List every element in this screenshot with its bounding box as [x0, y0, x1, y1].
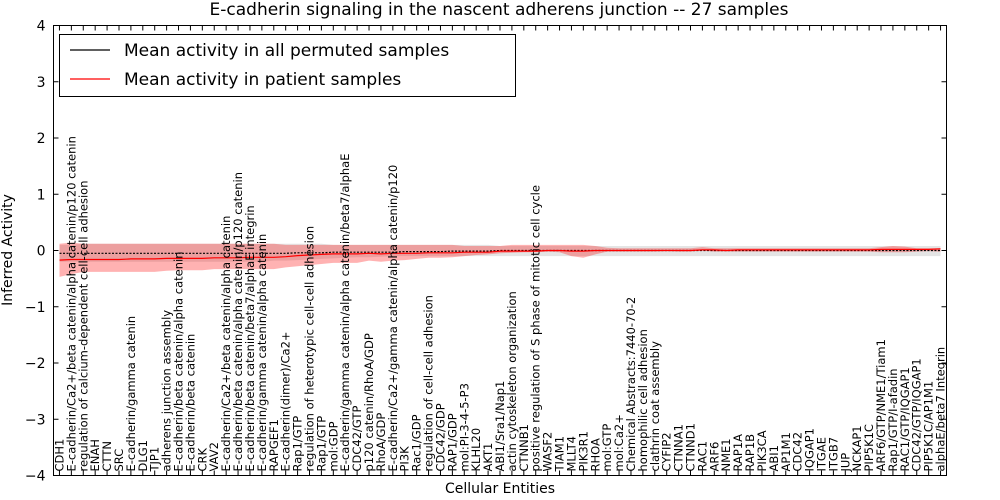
x-category-label: RAC1/GTP/IQGAP1: [898, 367, 912, 471]
x-category-label: CTNND1: [684, 423, 698, 471]
x-category-label: CTTN: [100, 441, 114, 471]
x-category-label: KLHL20: [469, 428, 483, 472]
x-category-label: CDC42: [791, 432, 805, 472]
x-category-label: VAV2: [207, 442, 221, 471]
series-line-patient: [59, 248, 941, 261]
x-category-label: AP1M1: [779, 432, 793, 471]
x-category-label: mol:Ca2+: [612, 414, 626, 471]
x-category-label: E-cadherin/beta catenin/alpha catenin/p1…: [231, 172, 245, 472]
x-category-label: IQGAP1: [803, 428, 817, 471]
legend: Mean activity in all permuted samples Me…: [59, 34, 516, 97]
x-category-label: E-cadherin/Ca2+/beta catenin/alpha caten…: [64, 136, 78, 471]
x-category-label: CTNNA1: [672, 424, 686, 471]
x-category-label: actin cytoskeleton organization: [505, 291, 519, 471]
y-tick-label: −1: [25, 300, 46, 316]
y-tick-label: 1: [37, 187, 46, 203]
x-category-label: PIP5K1C/AP1M1: [922, 381, 936, 472]
y-tick-label: 3: [37, 75, 46, 91]
x-category-label: PIK3CA: [755, 430, 769, 471]
x-category-label: PI3K: [398, 446, 412, 472]
x-category-label: Rap1/GTP/I-afadin: [886, 368, 900, 471]
x-category-label: RAPGEF1: [267, 419, 281, 471]
x-category-label: RhoA/GDP: [374, 413, 388, 472]
legend-label-patient: Mean activity in patient samples: [124, 70, 401, 90]
x-category-label: MLLT4: [564, 436, 578, 472]
x-category-label: JUP: [838, 453, 852, 473]
x-category-label: ARF6/GTP/NME1/Tiam1: [874, 339, 888, 471]
x-category-label: regulation of calcium-dependent cell-cel…: [76, 181, 90, 472]
x-category-label: E-cadherin/gamma catenin/alpha catenin/b…: [338, 154, 352, 472]
plot-area: [59, 242, 941, 277]
x-category-label: E-cadherin/Ca2+/gamma catenin/alpha cate…: [386, 165, 400, 472]
x-category-label: E-cadherin/gamma catenin: [124, 316, 138, 472]
x-category-label: CTNNB1: [517, 424, 531, 471]
x-category-label: NME1: [719, 438, 733, 471]
x-category-label: PIP5K1C: [862, 424, 876, 471]
x-category-label: mol:PI-3-4-5-P3: [457, 383, 471, 471]
x-category-label: ABI1: [767, 445, 781, 471]
y-tick-label: 2: [37, 131, 46, 147]
y-tick-label: −2: [25, 356, 46, 372]
x-category-label: Chemical Abstracts:7440-70-2: [624, 297, 638, 472]
x-category-label: regulation of heterotypic cell-cell adhe…: [303, 226, 317, 472]
x-category-label: CDC42/GDP: [434, 403, 448, 471]
x-category-label: ITGAE: [815, 437, 829, 471]
x-category-label: positive regulation of S phase of mitoti…: [529, 185, 543, 471]
x-category-label: CYFIP2: [660, 432, 674, 471]
x-category-label: CDH1: [53, 439, 67, 472]
x-category-label: RAP1A: [731, 434, 745, 472]
x-category-label: WASF2: [541, 432, 555, 472]
legend-label-permuted: Mean activity in all permuted samples: [124, 41, 449, 61]
x-category-label: p120 catenin/RhoA/GDP: [362, 333, 376, 471]
x-category-label: SRC: [112, 449, 126, 472]
x-category-label: E-cadherin/gamma catenin/alpha catenin: [255, 234, 269, 472]
x-category-label: ARF6: [707, 442, 721, 472]
x-category-label: ABI1/Sra1/Nap1: [493, 381, 507, 472]
x-category-label: E-cadherin(dimer)/Ca2+: [279, 331, 293, 471]
x-category-label: NCKAP1: [850, 425, 864, 471]
x-category-label: E-cadherin/beta catenin/beta7/alphaE int…: [243, 205, 257, 471]
chart-title: E-cadherin signaling in the nascent adhe…: [210, 0, 789, 20]
y-tick-label: 0: [37, 244, 46, 260]
x-category-label: AKT1: [481, 443, 495, 472]
x-category-label: regulation of cell-cell adhesion: [422, 295, 436, 471]
x-category-label: TJP1: [148, 447, 162, 473]
x-category-label: Rac1/GDP: [410, 414, 424, 471]
x-axis-label: Cellular Entities: [445, 481, 555, 497]
x-category-label: CDC42/GTP: [350, 406, 364, 472]
x-category-label: E-cadherin/beta catenin/alpha catenin: [172, 252, 186, 472]
x-category-label: E-cadherin/beta catenin: [183, 334, 197, 472]
x-category-label: clathrin coat assembly: [648, 341, 662, 472]
y-axis-label: Inferred Activity: [0, 194, 16, 306]
y-tick-label: 4: [37, 19, 46, 35]
x-category-label: homophilic cell adhesion: [636, 329, 650, 471]
x-category-label: TIAM1: [553, 436, 567, 473]
x-category-label: CDC42/GTP/IQGAP1: [910, 358, 924, 471]
legend-box: [59, 34, 516, 97]
x-category-label: Rap1/GTP: [291, 416, 305, 472]
x-category-label: CRK: [195, 447, 209, 471]
x-category-label: RAP1B: [743, 434, 757, 472]
x-category-label: ENAH: [88, 439, 102, 471]
x-category-label: mol:GDP: [326, 421, 340, 471]
y-axis-ticks: −4 −3 −2 −1 0 1 2 3 4: [25, 19, 947, 485]
x-category-label: RHOA: [588, 438, 602, 471]
x-category-label: Rap1/GTP: [314, 416, 328, 472]
x-category-label: E-cadherin/Ca2+/beta catenin/alpha caten…: [219, 216, 233, 472]
x-category-label: PIK3R1: [576, 431, 590, 472]
x-category-label: RAP1/GDP: [445, 413, 459, 471]
x-category-label: DLG1: [136, 440, 150, 472]
y-tick-label: −4: [25, 469, 46, 485]
y-tick-label: −3: [25, 412, 46, 428]
band-patient: [59, 242, 941, 277]
x-category-label: mol:GTP: [600, 424, 614, 472]
x-category-label: adherens junction assembly: [160, 310, 174, 472]
x-category-label: ITGB7: [826, 437, 840, 472]
plot-frame: [53, 25, 947, 476]
x-category-label: RAC1: [695, 441, 709, 472]
x-category-label: alphaE/beta7 Integrin: [934, 347, 948, 472]
